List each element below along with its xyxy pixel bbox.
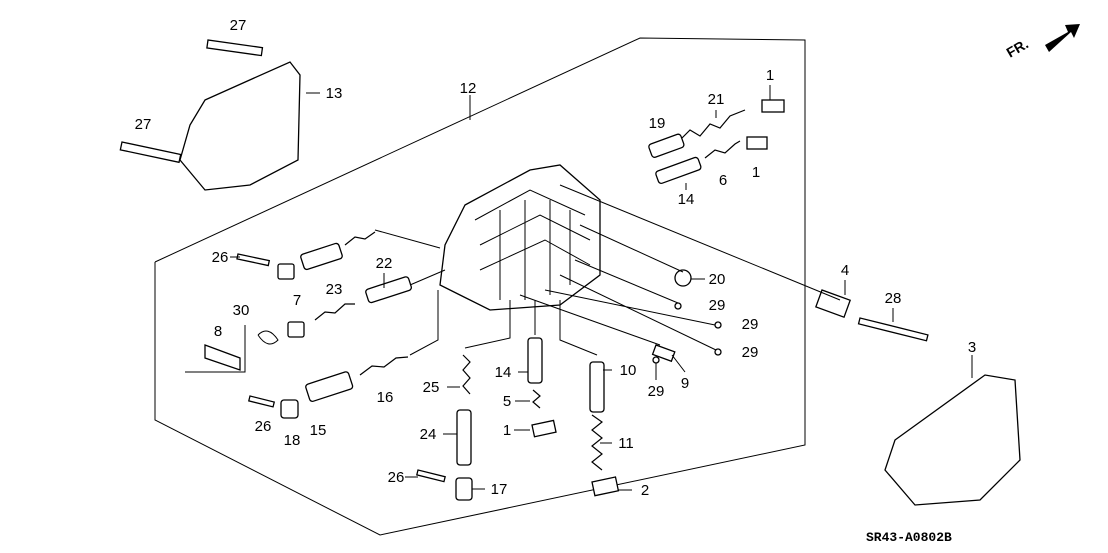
- pin-26-mid: [248, 395, 276, 408]
- plate-8: [204, 344, 241, 371]
- spring-23: [314, 303, 355, 321]
- spring-16: [359, 356, 409, 376]
- filter-20: [674, 269, 692, 287]
- plug-7: [287, 321, 305, 338]
- callout: 26: [388, 469, 405, 486]
- callout: 5: [503, 393, 511, 410]
- valve-22: [365, 276, 412, 304]
- callout: 17: [491, 481, 508, 498]
- callout: 8: [214, 323, 222, 340]
- callout: 6: [719, 172, 727, 189]
- callout: 1: [503, 422, 511, 439]
- bracket-8: [185, 325, 246, 373]
- callout: 23: [326, 281, 343, 298]
- callout: 16: [377, 389, 394, 406]
- valve-19: [648, 133, 685, 158]
- plug-18: [280, 399, 299, 419]
- plug-17: [455, 477, 473, 501]
- callout: 29: [709, 297, 726, 314]
- valve-14-bottom: [527, 337, 543, 384]
- callout: 19: [649, 115, 666, 132]
- callout: 26: [255, 418, 272, 435]
- callout: 13: [326, 85, 343, 102]
- callout: 10: [620, 362, 637, 379]
- arrow-icon: [1045, 24, 1080, 52]
- callout: 20: [709, 271, 726, 288]
- dowel-pin-27-left: [119, 141, 182, 164]
- callout: 27: [230, 17, 247, 34]
- assembly-outline: [154, 37, 806, 536]
- spring-6: [704, 140, 741, 159]
- callout: 14: [495, 364, 512, 381]
- callout: 7: [293, 292, 301, 309]
- valve-10: [589, 361, 605, 413]
- callout: 18: [284, 432, 301, 449]
- dowel-pin-27-top: [206, 39, 264, 57]
- front-direction-indicator: FR.: [1004, 24, 1080, 61]
- spring-25: [462, 354, 471, 395]
- spring-upper-left: [344, 231, 376, 246]
- separator-plate-13: [179, 61, 301, 191]
- bolt-28: [857, 317, 929, 342]
- callout: 22: [376, 255, 393, 272]
- valve-upper-left: [300, 242, 343, 271]
- callout: 3: [968, 339, 976, 356]
- pin-26-top: [236, 253, 271, 267]
- callout: 2: [641, 482, 649, 499]
- clip-30: [257, 330, 279, 345]
- plate-4: [815, 289, 852, 319]
- valve-14-top: [655, 156, 702, 185]
- callout: 12: [460, 80, 477, 97]
- callout: 28: [885, 290, 902, 307]
- drawing-code: SR43-A0802B: [866, 530, 952, 545]
- cap-1-top: [761, 99, 785, 113]
- callout: 4: [841, 262, 849, 279]
- valve-15: [305, 371, 354, 402]
- callout: 14: [678, 191, 695, 208]
- callout: 26: [212, 249, 229, 266]
- cap-2: [591, 476, 620, 497]
- callout: 30: [233, 302, 250, 319]
- callout: 9: [681, 375, 689, 392]
- callout: 11: [618, 435, 634, 452]
- spring-21: [679, 109, 746, 141]
- direction-label: FR.: [1004, 35, 1032, 60]
- callout: 27: [135, 116, 152, 133]
- valve-24: [456, 409, 472, 466]
- callout: 21: [708, 91, 725, 108]
- spring-5: [532, 389, 541, 409]
- callout: 29: [648, 383, 665, 400]
- separator-plate-3: [884, 374, 1021, 506]
- callout: 1: [766, 67, 774, 84]
- cap-1-bottom: [531, 419, 557, 438]
- callout: 25: [423, 379, 440, 396]
- pin-26-bottom: [416, 469, 446, 483]
- callout: 15: [310, 422, 327, 439]
- callout: 29: [742, 344, 759, 361]
- plug-upper-left: [277, 263, 295, 280]
- callout: 29: [742, 316, 759, 333]
- leader-lines: [230, 85, 973, 491]
- callout: 1: [752, 164, 760, 181]
- spring-11: [591, 414, 604, 471]
- callout: 24: [420, 426, 437, 443]
- valve-body: [439, 164, 601, 311]
- cap-1-mid: [746, 136, 768, 150]
